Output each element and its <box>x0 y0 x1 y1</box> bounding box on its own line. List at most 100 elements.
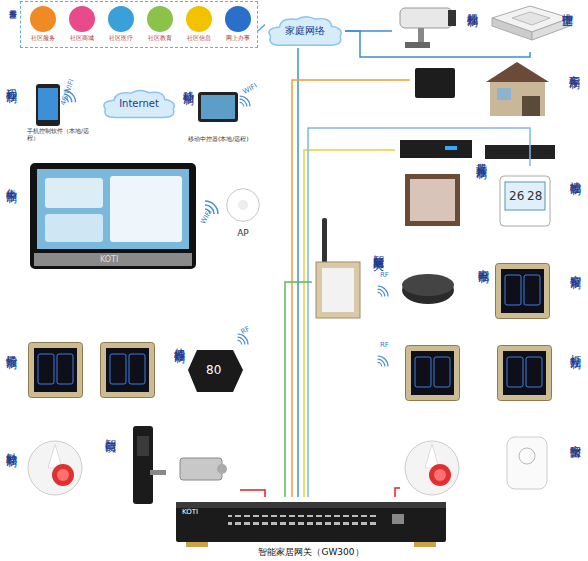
node-label: 社区教育 <box>141 35 179 42</box>
annotation-label: RF <box>380 272 389 279</box>
vertical-label: 智能射频网关 <box>370 246 384 322</box>
vertical-label: 灯光控制 <box>567 346 581 396</box>
gateway: 智能家居网关（GW300） <box>172 497 450 561</box>
device-group: 中控空调 <box>487 2 575 52</box>
app-icon <box>68 5 96 33</box>
panel-grille <box>34 253 192 266</box>
device-group: 智能门锁 <box>100 420 240 496</box>
device-group: 智能射频网关 <box>312 240 384 326</box>
amplifier <box>485 145 555 159</box>
vertical-label: 安防报警 <box>567 436 581 486</box>
music-panel <box>405 174 460 226</box>
vertical-label: 地暖控制 <box>567 172 581 222</box>
screen-widget <box>45 214 103 242</box>
vertical-label: 传感器控制 <box>171 339 185 401</box>
rf-gateway <box>316 262 360 318</box>
vertical-label: 家电控制 <box>475 260 489 310</box>
node-label: 智能家居网关（GW300） <box>172 547 450 557</box>
house-window <box>497 88 511 100</box>
tablet-screen <box>201 95 235 119</box>
app-icon <box>29 5 57 33</box>
service-icon: 社区服务 <box>24 3 62 45</box>
service-icon: 社区商城 <box>63 3 101 45</box>
camera-base <box>405 42 430 48</box>
circle-outline <box>226 188 260 222</box>
annotation-label: 26 <box>509 190 524 202</box>
thermostat <box>500 176 550 226</box>
gateway-foot <box>186 542 208 547</box>
curtain-panel <box>496 264 550 319</box>
app-icon <box>146 5 174 33</box>
device-group: 灯光控制 <box>400 340 582 404</box>
annotation-label: KOTI <box>100 256 118 264</box>
phone <box>36 84 60 126</box>
vertical-label: 远程控制 <box>3 80 17 130</box>
smoke-detector-vent <box>519 448 535 464</box>
lock-keypad <box>137 436 149 456</box>
device-group: 背景音乐控制 <box>395 134 495 232</box>
wire <box>308 128 530 497</box>
vertical-label: 视频控制 <box>464 4 478 54</box>
smoke-detector <box>507 437 547 489</box>
vertical-label: 触发控制 <box>3 444 17 494</box>
vertical-label: 车库控制 <box>566 66 580 116</box>
camera-body <box>400 8 452 28</box>
node-label: 社区商城 <box>63 35 101 42</box>
ap-led <box>238 200 248 210</box>
wire <box>304 150 395 497</box>
device-group: 安防报警 <box>400 428 582 496</box>
internet-cloud: Internet <box>100 88 178 120</box>
device-group: 家电控制 <box>398 258 490 314</box>
app-icon <box>107 5 135 33</box>
sensor-device <box>188 350 243 392</box>
node-label: 社区医疗 <box>102 35 140 42</box>
wire <box>297 48 299 497</box>
wifi-symbol <box>240 96 250 106</box>
wifi-symbol <box>378 356 388 366</box>
gateway-foot <box>414 542 436 547</box>
dvd-display <box>445 146 457 150</box>
lock-latch-knob <box>217 464 227 474</box>
vertical-label: 情景控制 <box>3 346 17 396</box>
access-point: AP <box>226 188 260 222</box>
wire <box>292 80 410 497</box>
network-cloud: 家庭网络 <box>265 14 345 48</box>
garage-controller <box>415 68 455 98</box>
screen-widget <box>110 176 182 242</box>
device-group: 视频控制 <box>392 2 478 54</box>
node-label: Internet <box>100 98 178 110</box>
node-label: 手机控制软件（本地/远程） <box>27 128 91 142</box>
node-label: 社区信息 <box>180 35 218 42</box>
vertical-label: 中控空调 <box>559 4 573 52</box>
annotation-label: RF <box>240 326 251 337</box>
annotation-label: 80 <box>206 364 221 376</box>
service-icon: 社区教育 <box>141 3 179 45</box>
device-group: 情景控制 <box>3 340 85 404</box>
vertical-label: 移动控制 <box>180 82 194 132</box>
annotation-label: WIFI <box>242 82 259 96</box>
gateway-chassis <box>176 502 446 542</box>
wire <box>345 31 530 57</box>
ac-grille <box>512 12 550 25</box>
vertical-label: 智能门锁 <box>102 430 116 480</box>
ir-blaster-top <box>402 274 454 296</box>
device-group: 触发控制 <box>3 430 89 502</box>
vertical-label: 云服务平台 <box>4 4 16 48</box>
lock-handle <box>150 470 166 475</box>
screen-widget <box>45 178 103 208</box>
wire <box>395 488 400 497</box>
dvd-player <box>400 140 472 158</box>
node-label: 家庭网络 <box>265 25 345 37</box>
door-lock <box>133 426 153 504</box>
gateway-port <box>392 514 404 524</box>
annotation-label: 28 <box>527 190 542 202</box>
annotation-label: 4G/WIFI <box>60 78 76 106</box>
annotation-label: KOTI <box>182 509 198 516</box>
rf-gateway-face <box>322 268 354 312</box>
node-label: 移动中控器(本地/远程) <box>188 136 258 143</box>
node-label: 社区服务 <box>24 35 62 42</box>
gateway-top <box>176 502 446 508</box>
app-icon <box>185 5 213 33</box>
control-panel <box>30 163 196 269</box>
